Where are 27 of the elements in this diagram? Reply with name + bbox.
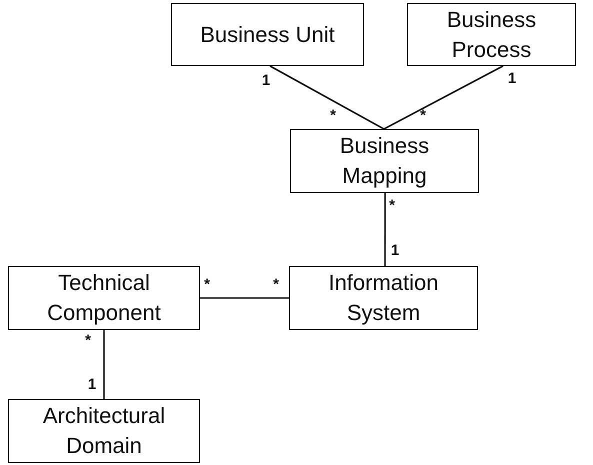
association-line	[384, 65, 504, 130]
association-line	[103, 330, 105, 399]
class-box	[8, 399, 200, 463]
class-box	[407, 3, 576, 66]
class-box	[289, 266, 478, 330]
class-name: Business Process	[446, 6, 538, 64]
multiplicity-label: 1	[88, 377, 96, 393]
multiplicity-label: *	[273, 277, 279, 293]
class-name: Information System	[327, 269, 440, 327]
class-name: Architectural Domain	[42, 402, 166, 460]
multiplicity-label: 1	[508, 71, 516, 87]
multiplicity-label: *	[389, 198, 395, 214]
class-name: Technical Component	[46, 269, 162, 327]
multiplicity-label: *	[330, 108, 336, 124]
multiplicity-label: 1	[262, 73, 270, 89]
class-box	[8, 266, 200, 330]
association-line	[200, 297, 289, 299]
association-line	[270, 65, 384, 130]
class-box	[171, 3, 364, 66]
class-name: Business Mapping	[338, 132, 430, 190]
multiplicity-label: *	[204, 277, 210, 293]
class-box	[290, 129, 479, 193]
multiplicity-label: *	[420, 108, 426, 124]
association-line	[384, 193, 386, 266]
multiplicity-label: 1	[390, 243, 400, 259]
multiplicity-label: *	[85, 333, 91, 349]
class-name: Business Unit	[200, 20, 335, 48]
